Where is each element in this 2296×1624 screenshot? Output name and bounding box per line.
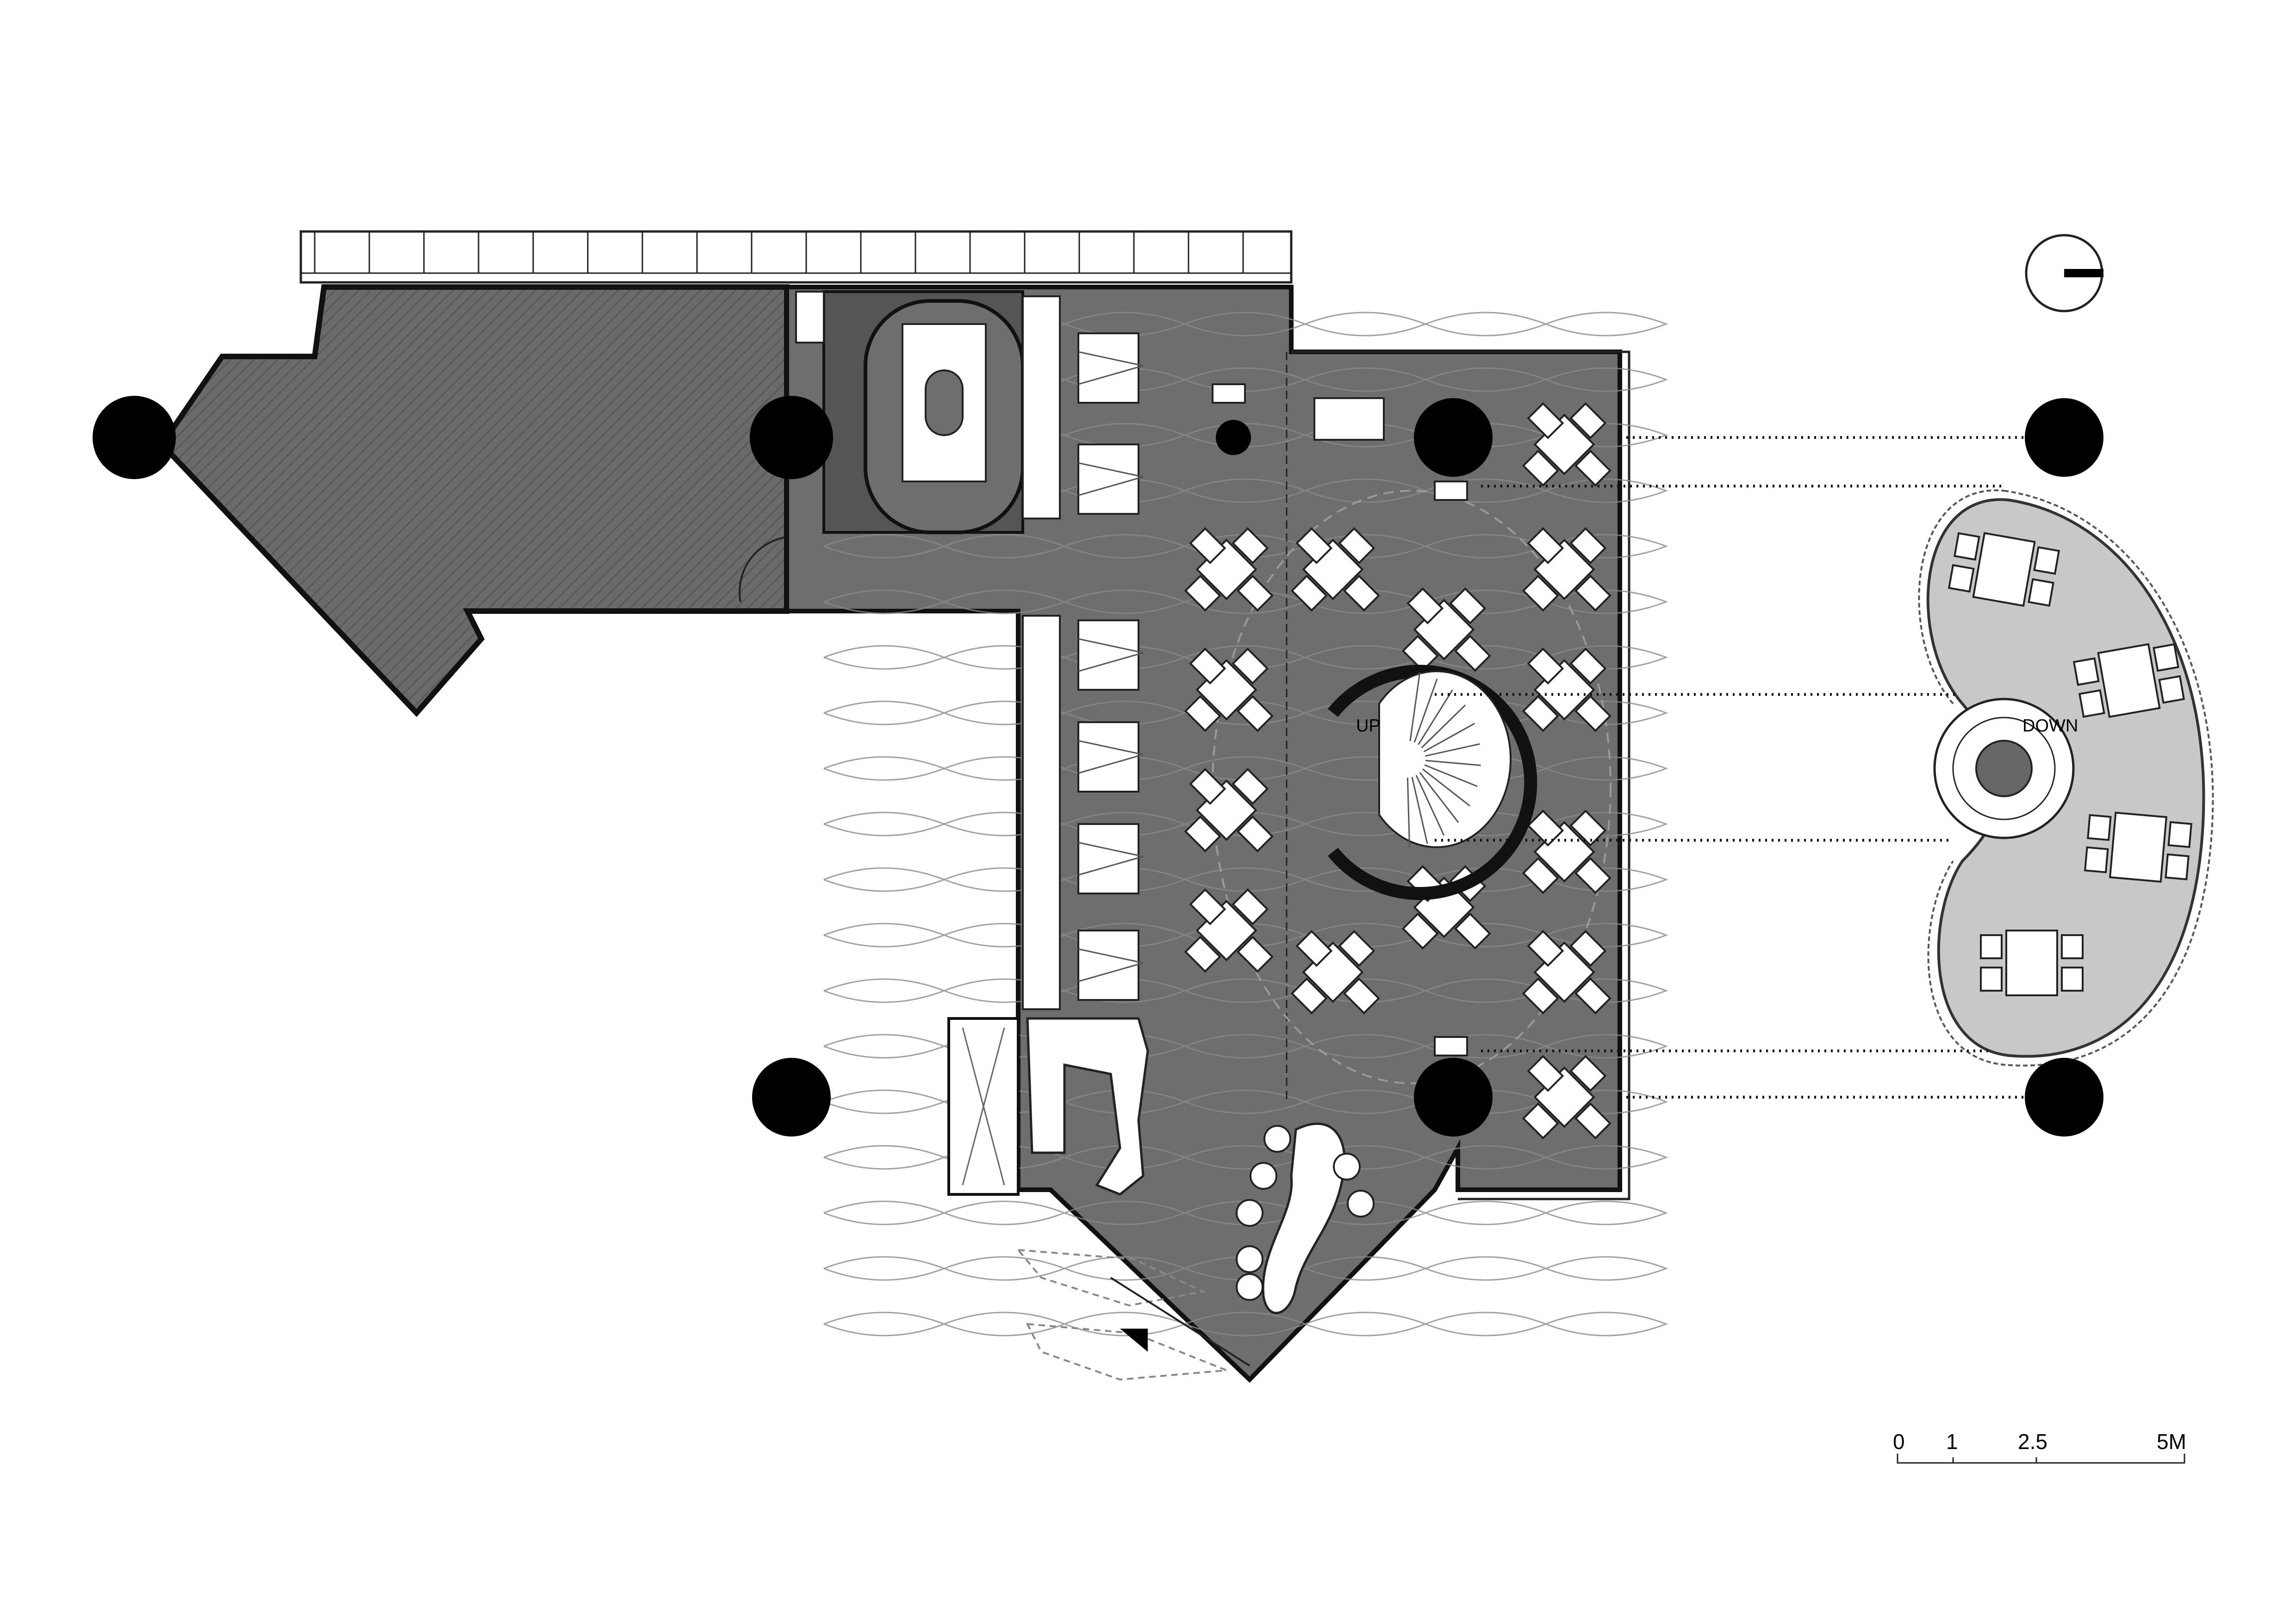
spiral-stair-up xyxy=(1328,665,1537,900)
scale-bar: 0 1 2.5 5M xyxy=(1893,1430,2186,1464)
booth-table xyxy=(1077,332,1139,404)
banquette-lower xyxy=(1022,615,1061,1010)
mezzanine-table xyxy=(2072,643,2185,718)
square-table xyxy=(1522,527,1612,612)
scale-tick-5m: 5M xyxy=(2157,1430,2186,1454)
booth-table xyxy=(1077,721,1139,793)
bar-stool xyxy=(1347,1190,1375,1218)
booth-seating xyxy=(1022,295,1144,1010)
side-table xyxy=(1434,1036,1468,1056)
bar-stool xyxy=(1333,1153,1361,1181)
square-table xyxy=(1184,768,1274,853)
entrance-ramp xyxy=(1016,1249,1251,1381)
stair-core xyxy=(1975,740,2033,797)
scale-tick-0: 0 xyxy=(1893,1430,1905,1454)
booth-table xyxy=(1077,823,1139,894)
left-storage-room xyxy=(158,284,830,717)
dining-tables xyxy=(1184,383,1612,1140)
scale-tick-2-5: 2.5 xyxy=(2018,1430,2047,1454)
bar-stool xyxy=(1236,1199,1263,1227)
bar-stool xyxy=(1250,1162,1277,1190)
stair-up-label: UP xyxy=(1356,716,1381,736)
entrance-triangle-icon xyxy=(1120,1329,1148,1352)
mezzanine-table xyxy=(1980,930,2084,996)
mezzanine-plan xyxy=(1918,489,2214,1067)
roof-canopy xyxy=(299,230,1293,284)
square-table xyxy=(1184,527,1274,612)
projection-lines xyxy=(1435,436,2055,1099)
square-table xyxy=(1184,647,1274,732)
stair-down-label: DOWN xyxy=(2022,716,2078,736)
banquette-upper xyxy=(1022,295,1061,519)
square-table xyxy=(1290,930,1380,1015)
square-table xyxy=(1522,809,1612,894)
side-table xyxy=(1212,383,1246,404)
square-table xyxy=(1522,647,1612,732)
booth-table xyxy=(1077,619,1139,691)
north-arrow-icon xyxy=(2025,234,2103,312)
mezzanine-table xyxy=(1948,532,2060,607)
square-table xyxy=(1522,402,1612,487)
bar-stool xyxy=(1263,1125,1291,1153)
bar-stool xyxy=(1236,1273,1263,1301)
square-table xyxy=(1522,1055,1612,1140)
structural-columns xyxy=(93,396,2103,1137)
mezzanine-table xyxy=(2084,812,2192,883)
private-dining-room xyxy=(795,290,1025,534)
scale-tick-1: 1 xyxy=(1946,1430,1958,1454)
rect-table xyxy=(1313,397,1385,441)
booth-table xyxy=(1077,443,1139,515)
square-table xyxy=(1290,527,1380,612)
bar-stool xyxy=(1236,1245,1263,1273)
square-table xyxy=(1522,930,1612,1015)
service-counter xyxy=(947,1017,1149,1196)
booth-table xyxy=(1077,930,1139,1001)
square-table xyxy=(1401,587,1491,672)
lounge-island xyxy=(1236,1123,1375,1314)
side-table xyxy=(1434,481,1468,501)
square-table xyxy=(1184,888,1274,973)
